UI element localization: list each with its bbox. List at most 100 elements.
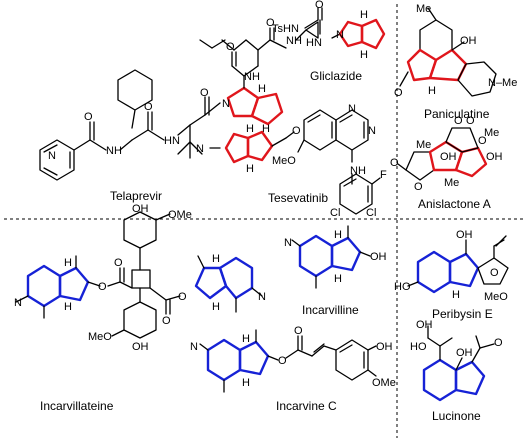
atom-label: N <box>196 143 204 155</box>
atom-label: OMe <box>372 377 396 389</box>
atom-label: O <box>162 315 171 327</box>
atom-label: O <box>178 291 187 303</box>
anislactone-structure: O O Me O O O Me OH OH Me Anislactone A <box>390 115 503 211</box>
atom-label: H <box>334 229 342 241</box>
compound-name-telaprevir: Telaprevir <box>110 189 162 203</box>
atom-label: OMe <box>168 209 192 221</box>
lucinone-cyclohexane <box>422 358 458 402</box>
compound-name-gliclazide: Gliclazide <box>310 69 362 83</box>
atom-label: O <box>466 115 475 127</box>
atom-label: OH <box>486 151 503 163</box>
atom-label: OH <box>440 151 457 163</box>
gliclazide-structure: TsHN O HN N H H Gliclazide <box>272 0 386 83</box>
lucinone-cyclopentane <box>454 360 486 396</box>
atom-label: OH <box>460 35 477 47</box>
atom-label: N <box>368 125 376 137</box>
atom-label: NH <box>244 71 260 83</box>
incarvillateine-structure: N H H O O O O OH OMe MeO OH H H N Incarv… <box>14 203 266 413</box>
atom-label: N <box>222 98 230 110</box>
atom-label: TsHN <box>272 23 299 35</box>
atom-label: NH <box>350 165 366 177</box>
atom-label: Me <box>444 177 459 189</box>
paniculatine-structure: Me OH O H N–Me Paniculatine <box>394 3 517 121</box>
atom-label: N <box>14 297 22 309</box>
atom-label: H <box>246 163 254 175</box>
atom-label: OH <box>416 319 433 331</box>
compound-name-incarvine: Incarvine C <box>276 399 337 413</box>
atom-label: O <box>494 337 503 349</box>
compound-name-incarvillateine: Incarvillateine <box>40 399 114 413</box>
atom-label: HN <box>306 37 322 49</box>
atom-label: O <box>278 355 287 367</box>
tesevatinib-bicycle-red <box>224 132 250 164</box>
aryl-ring-bottom <box>123 301 157 339</box>
peribysin-thf-ring <box>477 257 509 285</box>
atom-label: N <box>48 150 56 162</box>
cyclobutane-core <box>131 269 151 289</box>
atom-label: H <box>246 123 254 135</box>
cyclohexyl-ring <box>117 69 153 111</box>
incarvillateine-piperidine-right <box>218 256 254 300</box>
atom-label: Me <box>416 3 431 15</box>
atom-label: H <box>428 85 436 97</box>
peribysin-cyclohexane <box>416 250 452 294</box>
atom-label: O <box>292 125 301 137</box>
atom-label: H <box>452 289 460 301</box>
atom-label: O <box>478 135 487 147</box>
tesevatinib-structure: N H H O MeO N N NH F Cl Cl Tesevatinib <box>196 103 387 219</box>
atom-label: Cl <box>366 207 376 219</box>
compound-name-paniculatine: Paniculatine <box>424 107 490 121</box>
atom-label: O <box>98 281 107 293</box>
peribysin-cyclopentane <box>448 252 480 288</box>
atom-label: O <box>490 267 499 279</box>
paniculatine-ring-c <box>457 61 497 97</box>
atom-label: MeO <box>88 331 112 343</box>
atom-label: Cl <box>330 207 340 219</box>
incarvilline-piperidine <box>298 234 334 278</box>
atom-label: H <box>64 301 72 313</box>
atom-label: N <box>258 291 266 303</box>
anislactone-bridge-lactone <box>445 127 479 153</box>
atom-label: F <box>380 169 387 181</box>
atom-label: N <box>336 29 344 41</box>
atom-label: OH <box>456 229 473 241</box>
atom-label: O <box>454 115 463 127</box>
atom-label: HO <box>394 281 411 293</box>
incarvillateine-piperidine-left <box>26 264 62 308</box>
atom-label: O <box>226 41 235 53</box>
atom-label: O <box>200 87 209 99</box>
incarvilline-structure: N H H OH Incarvilline <box>284 225 387 317</box>
atom-label: N <box>348 103 356 115</box>
quinazoline-benzo <box>303 109 337 151</box>
atom-label: O <box>315 0 324 11</box>
atom-label: NH <box>286 35 302 47</box>
peribysin-structure: HO OH O MeO H Peribysin E <box>394 229 509 321</box>
atom-label: NH <box>106 145 122 157</box>
compound-name-peribysin: Peribysin E <box>432 307 493 321</box>
atom-label: OH <box>132 203 149 215</box>
atom-label: N–Me <box>488 77 517 89</box>
atom-label: MeO <box>272 155 296 167</box>
compound-name-incarvilline: Incarvilline <box>302 303 359 317</box>
atom-label: H <box>258 83 266 95</box>
atom-label: O <box>84 111 93 123</box>
atom-label: O <box>144 101 153 113</box>
atom-label: O <box>294 325 303 337</box>
ferulate-aryl-ring <box>335 339 369 381</box>
atom-label: OH <box>370 251 387 263</box>
cyclopropyl-ring <box>305 21 319 39</box>
atom-label: N <box>190 341 198 353</box>
incarvine-structure: N H H O O OH OMe Incarvine C <box>190 325 396 413</box>
atom-label: H <box>360 49 368 61</box>
atom-label: O <box>114 257 123 269</box>
telaprevir-structure: N O NH HN O O N O NH O NH H H Telaprevir <box>39 17 319 203</box>
atom-label: O <box>394 87 403 99</box>
atom-label: H <box>242 333 250 345</box>
atom-label: H <box>212 253 220 265</box>
incarvine-cyclopentane <box>238 340 270 376</box>
quinazoline-pyrimidine <box>335 109 369 151</box>
atom-label: H <box>262 123 270 135</box>
atom-label: H <box>242 377 250 389</box>
atom-label: H <box>334 273 342 285</box>
